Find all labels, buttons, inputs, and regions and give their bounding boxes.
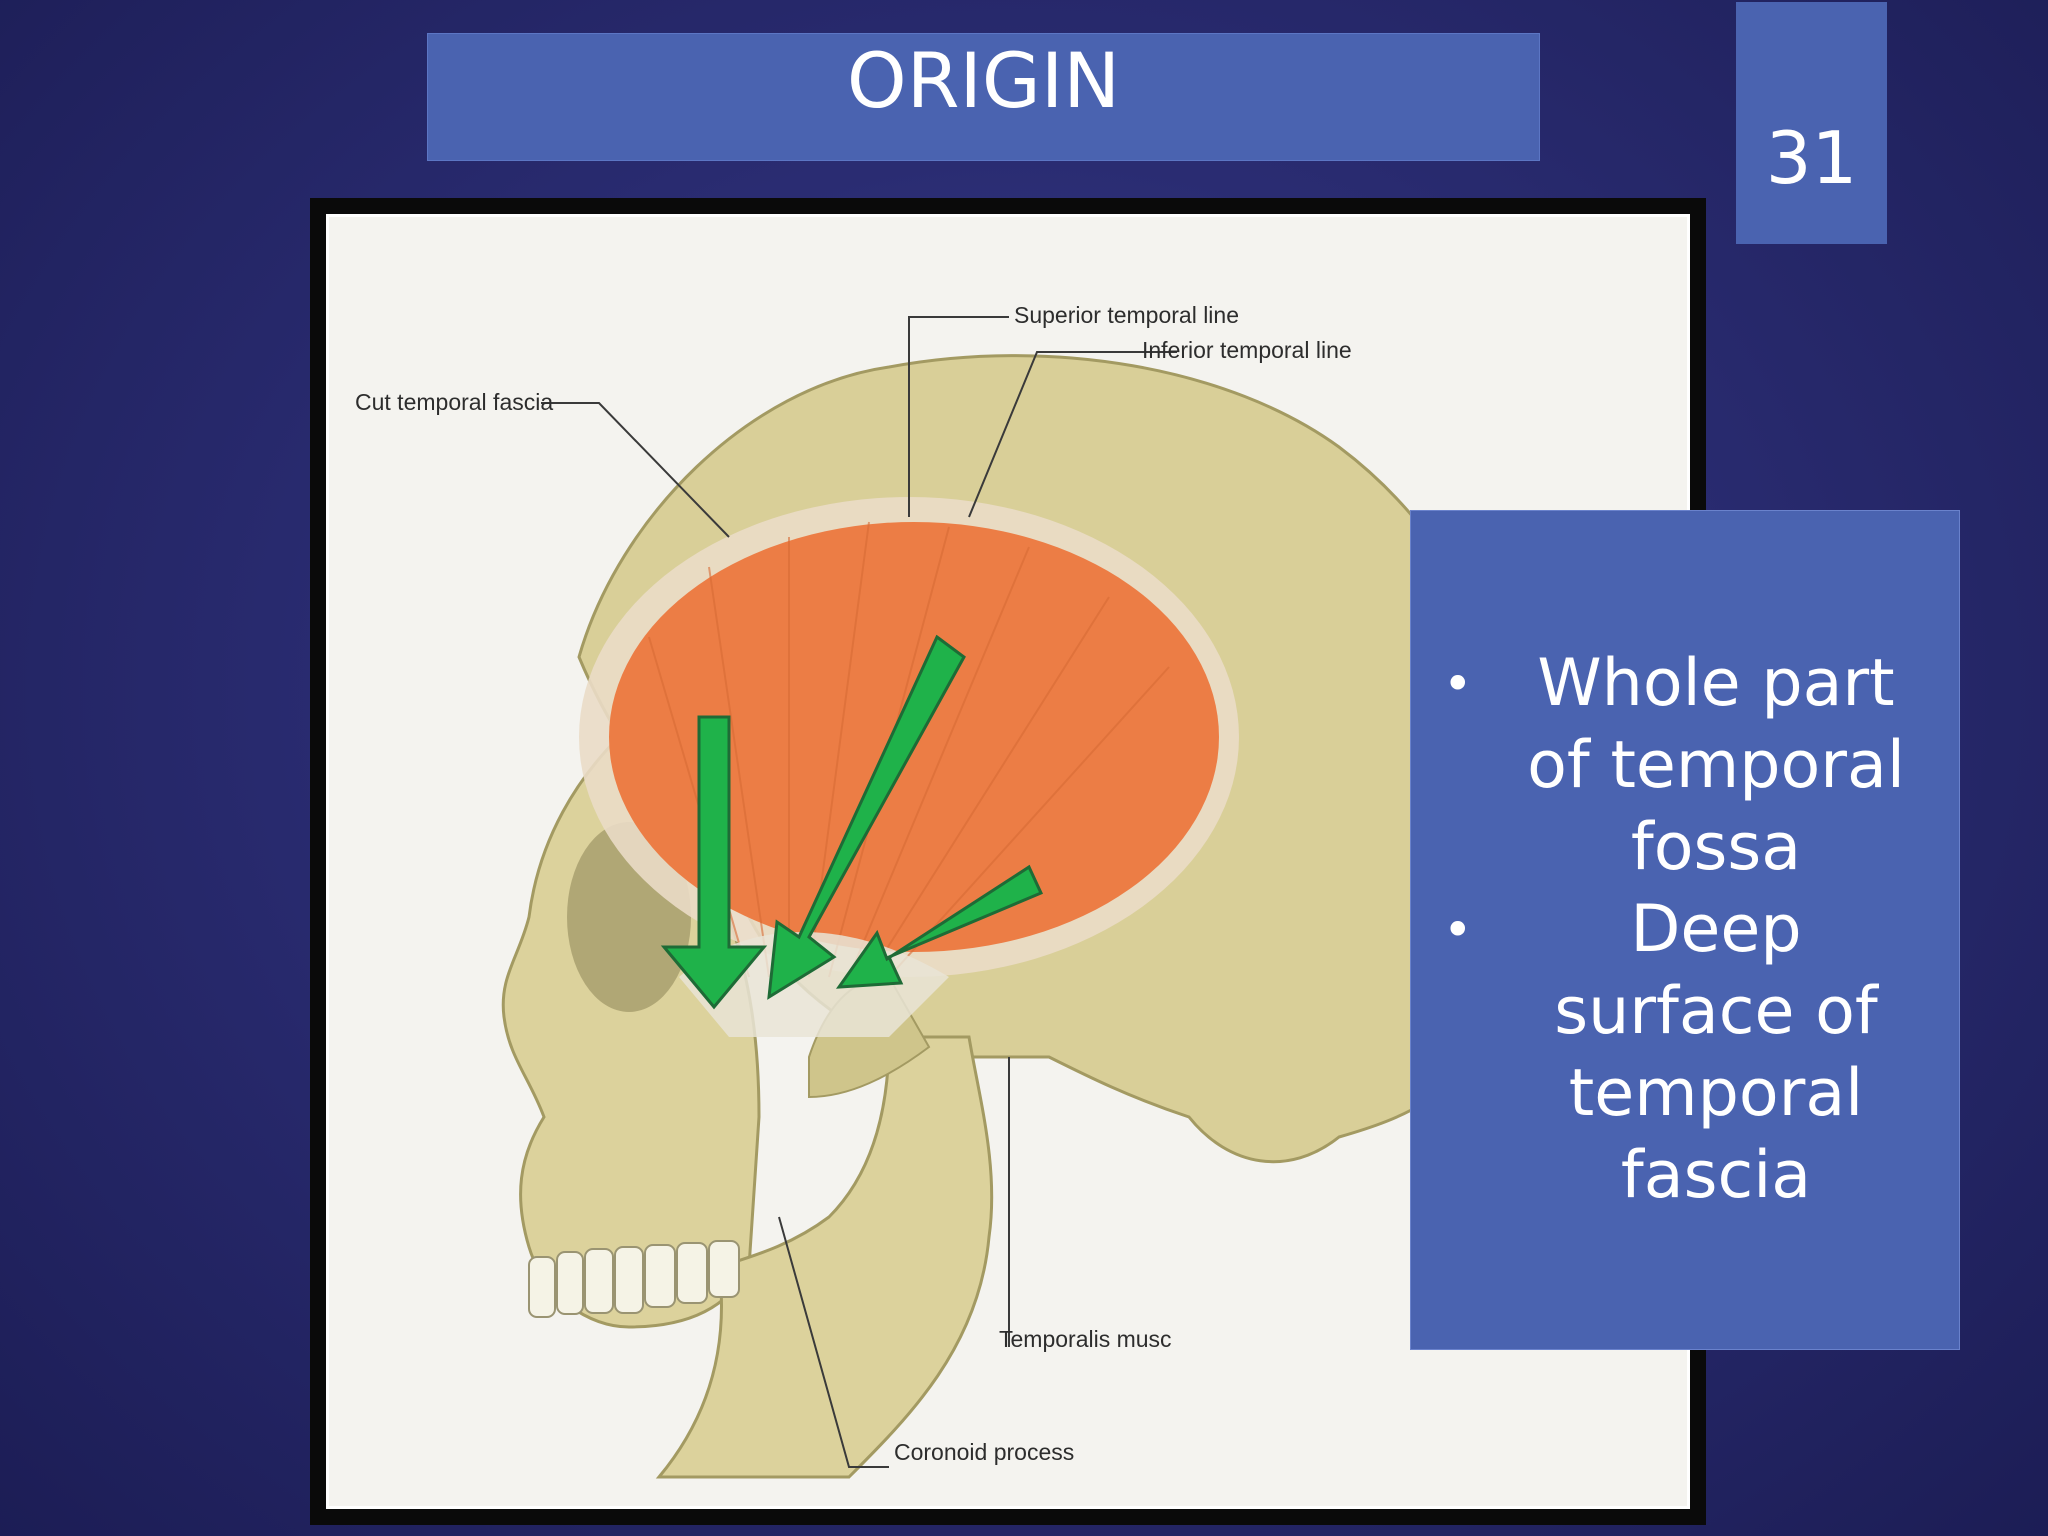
label-coronoid-process: Coronoid process <box>894 1439 1074 1465</box>
skull-diagram-svg: Superior temporal line Inferior temporal… <box>355 302 1491 1479</box>
origin-arrows <box>660 634 1044 1010</box>
mandible <box>655 1035 994 1479</box>
bullet-item: • Whole part of temporal fossa <box>1443 643 1929 889</box>
label-superior-temporal-line: Superior temporal line <box>1014 302 1239 328</box>
slide-number: 31 <box>1736 2 1887 244</box>
slide-title: ORIGIN <box>427 33 1540 161</box>
label-inferior-temporal-line: Inferior temporal line <box>1142 337 1352 363</box>
bullet-glyph: • <box>1443 655 1473 713</box>
leader-lines <box>541 316 1177 1468</box>
bullet-text: Whole part of temporal fossa <box>1527 646 1905 885</box>
arrow-down <box>660 715 768 1010</box>
callout-box: • Whole part of temporal fossa • Deep su… <box>1410 510 1960 1350</box>
bullet-text: Deep surface of temporal fascia <box>1554 892 1878 1213</box>
arrow-diagonal <box>767 634 966 1000</box>
label-temporalis-muscle: Temporalis musc <box>999 1326 1172 1352</box>
teeth <box>528 1240 740 1318</box>
arrow-left <box>835 864 1044 989</box>
bullet-glyph: • <box>1443 901 1473 959</box>
label-cut-temporal-fascia: Cut temporal fascia <box>355 389 553 415</box>
bullet-item: • Deep surface of temporal fascia <box>1443 889 1929 1217</box>
